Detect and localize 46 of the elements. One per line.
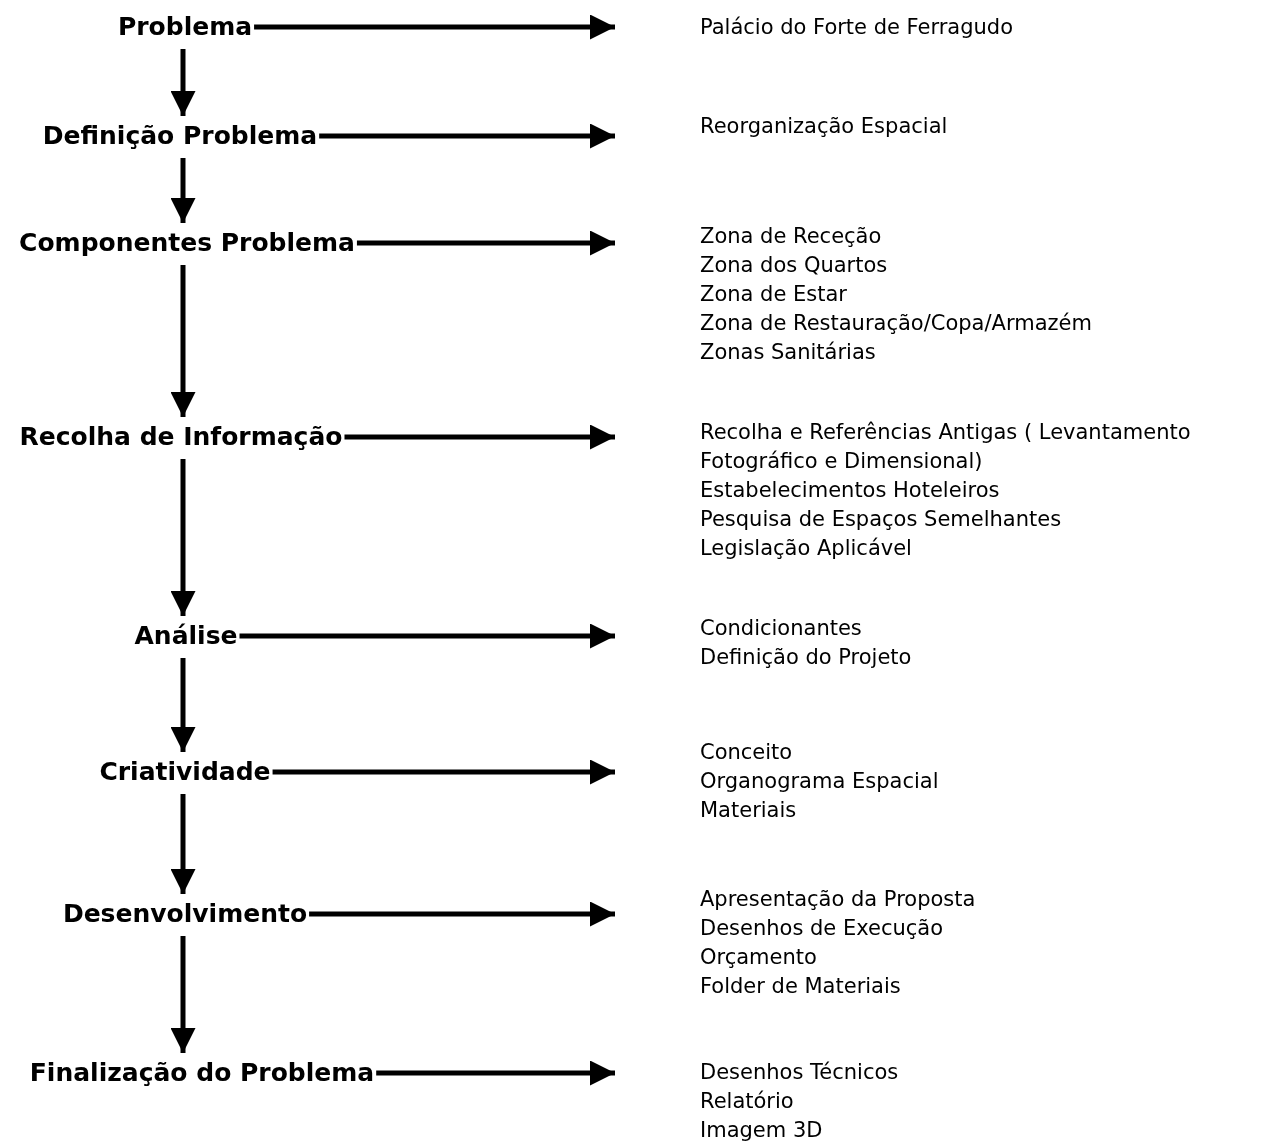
arrow <box>254 14 615 40</box>
detail-item: Zonas Sanitárias <box>700 339 877 366</box>
stage-title: Criatividade <box>98 756 272 788</box>
arrow <box>170 936 196 1053</box>
stage-title: Recolha de Informação <box>18 421 344 453</box>
stage-title: Problema <box>116 11 254 43</box>
detail-item: Desenhos de Execução <box>700 915 945 942</box>
arrow <box>170 49 196 116</box>
detail-item: Recolha e Referências Antigas ( Levantamento Fotográfico e Dimensional) <box>700 419 1192 475</box>
arrow <box>272 759 615 785</box>
detail-item: Legislação Aplicável <box>700 535 913 562</box>
detail-item: Zona de Receção <box>700 223 883 250</box>
detail-item: Pesquisa de Espaços Semelhantes <box>700 506 1063 533</box>
stage-title: Desenvolvimento <box>61 898 309 930</box>
arrow <box>344 424 615 450</box>
detail-item: Apresentação da Proposta <box>700 886 977 913</box>
detail-item: Palácio do Forte de Ferragudo <box>700 14 1015 41</box>
arrow <box>376 1060 615 1086</box>
arrow <box>356 230 615 256</box>
detail-item: Reorganização Espacial <box>700 113 949 140</box>
stage-title: Análise <box>133 620 239 652</box>
detail-item: Zona de Restauração/Copa/Armazém <box>700 310 1093 337</box>
detail-item: Definição do Projeto <box>700 644 913 671</box>
detail-item: Materiais <box>700 797 798 824</box>
arrow <box>170 794 196 894</box>
detail-item: Desenhos Técnicos <box>700 1059 900 1086</box>
arrow <box>170 158 196 223</box>
arrow <box>170 459 196 616</box>
detail-item: Zona dos Quartos <box>700 252 889 279</box>
arrow <box>319 123 615 149</box>
detail-item: Zona de Estar <box>700 281 848 308</box>
detail-item: Condicionantes <box>700 615 863 642</box>
stage-title: Definição Problema <box>41 120 319 152</box>
detail-item: Relatório <box>700 1088 795 1115</box>
detail-item: Folder de Materiais <box>700 973 902 1000</box>
stage-title: Finalização do Problema <box>28 1057 376 1089</box>
arrow <box>309 901 615 927</box>
arrow <box>170 265 196 417</box>
detail-item: Organograma Espacial <box>700 768 940 795</box>
arrow <box>170 658 196 752</box>
detail-item: Estabelecimentos Hoteleiros <box>700 477 1001 504</box>
detail-item: Orçamento <box>700 944 818 971</box>
arrow <box>239 623 615 649</box>
detail-item: Conceito <box>700 739 794 766</box>
detail-item: Imagem 3D <box>700 1117 824 1141</box>
stage-title: Componentes Problema <box>18 227 356 259</box>
